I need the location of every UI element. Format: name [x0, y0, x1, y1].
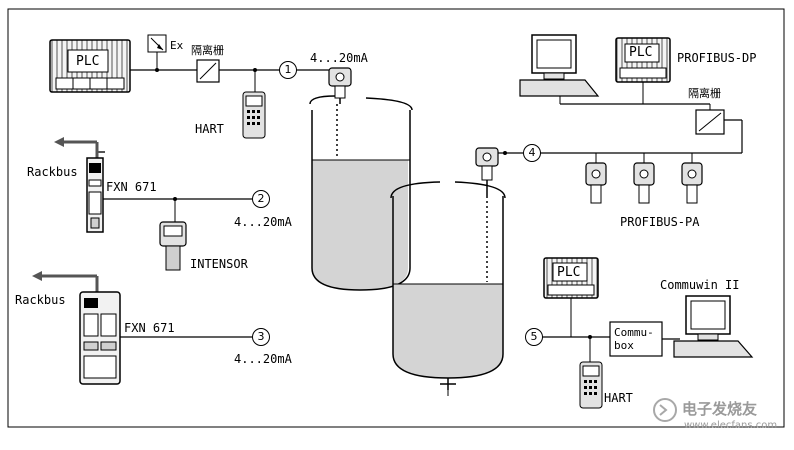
- rackbus-1-label: Rackbus: [27, 165, 78, 179]
- loop-marker-3: 3: [252, 328, 270, 346]
- ex-label: Ex: [170, 39, 184, 52]
- loop-marker-4: 4: [523, 144, 541, 162]
- level-transmitter-1: [328, 67, 352, 104]
- barrier-box-1: [196, 59, 220, 83]
- rackbus-arrows-1: [54, 137, 105, 158]
- intensor-device: [159, 221, 187, 271]
- ex-symbol: [147, 34, 167, 53]
- current-1-label: 4...20mA: [310, 51, 368, 65]
- plc-2-label: PLC: [629, 45, 653, 60]
- computer-commuwin: [673, 295, 754, 358]
- loop-marker-5: 5: [525, 328, 543, 346]
- outer-frame: [7, 8, 785, 428]
- profibus-pa-label: PROFIBUS-PA: [620, 215, 700, 229]
- fxn-2-label: FXN 671: [124, 321, 175, 335]
- watermark-brand: 电子发烧友: [682, 400, 758, 418]
- commubox-label: Commu- box: [614, 326, 654, 352]
- current-2-label: 4...20mA: [234, 215, 292, 229]
- barrier-2-label: 隔离栅: [688, 87, 721, 100]
- plc-2: [615, 37, 671, 83]
- watermark-url: www.elecfans.com: [684, 420, 778, 431]
- hart-1-label: HART: [195, 122, 224, 136]
- pa-transmitter-1: [585, 153, 607, 204]
- profibus-dp-label: PROFIBUS-DP: [677, 51, 757, 65]
- intensor-label: INTENSOR: [190, 257, 248, 271]
- loop-marker-1: 1: [279, 61, 297, 79]
- pa-transmitter-2: [633, 153, 655, 204]
- plc-3-label: PLC: [557, 265, 581, 280]
- barrier-box-2: [695, 109, 725, 135]
- loop-marker-2: 2: [252, 190, 270, 208]
- junction-4a: [503, 151, 507, 155]
- tank-2: [390, 181, 506, 396]
- watermark-logo: [653, 398, 677, 422]
- hart-handheld-2: [579, 361, 603, 409]
- plc-3: [543, 257, 599, 299]
- commuwin-label: Commuwin II: [660, 278, 740, 292]
- barrier-1-label: 隔离栅: [191, 44, 224, 57]
- plc-1: [49, 39, 131, 93]
- computer-dp: [519, 34, 600, 97]
- tank-1: [309, 95, 413, 291]
- hart-handheld-1: [242, 91, 266, 139]
- fxn-1-label: FXN 671: [106, 180, 157, 194]
- level-transmitter-2: [475, 147, 499, 196]
- fxn671-module-2: [79, 291, 121, 385]
- rackbus-2-label: Rackbus: [15, 293, 66, 307]
- hart-2-label: HART: [604, 391, 633, 405]
- fxn671-module-1: [86, 157, 104, 233]
- pa-transmitter-3: [681, 153, 703, 204]
- plc-1-label: PLC: [76, 54, 100, 69]
- current-3-label: 4...20mA: [234, 352, 292, 366]
